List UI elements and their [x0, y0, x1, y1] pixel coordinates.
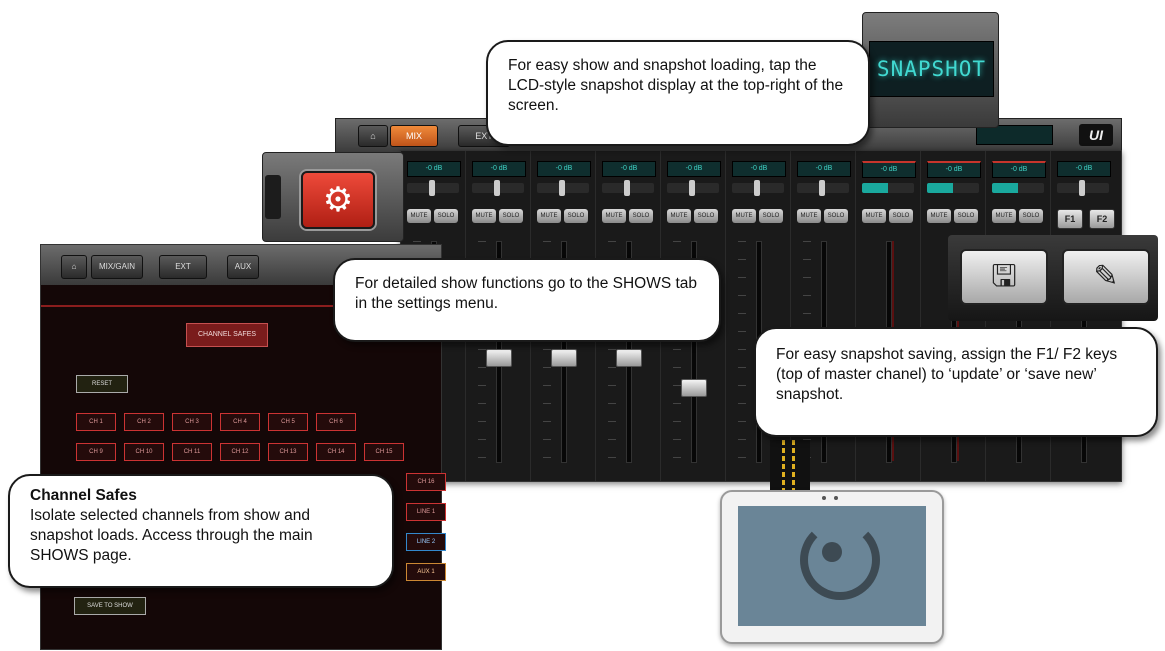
solo-button[interactable]: SOLO [759, 209, 783, 223]
tablet-device [720, 490, 944, 644]
solo-button[interactable]: SOLO [954, 209, 978, 223]
safe-channel-button[interactable]: CH 2 [124, 413, 164, 431]
channel-strip: -0 dB MUTE SOLO [466, 151, 531, 481]
callout-channel-safes: Channel Safes Isolate selected channels … [8, 474, 394, 588]
ext-tab[interactable]: EXT [159, 255, 207, 279]
safe-channel-button[interactable]: CH 14 [316, 443, 356, 461]
safe-channel-button[interactable]: CH 6 [316, 413, 356, 431]
callout-snapshot-loading: For easy show and snapshot loading, tap … [486, 40, 870, 146]
reset-button[interactable]: RESET [76, 375, 128, 393]
meter-display: -0 dB [537, 161, 591, 177]
meter-display: -0 dB [797, 161, 851, 177]
channel-safes-heading: Channel Safes [30, 487, 137, 504]
pan-slider[interactable] [927, 183, 979, 193]
pan-slider[interactable] [407, 180, 459, 196]
f2-key[interactable]: F2 [1089, 209, 1115, 229]
safe-channel-button[interactable]: CH 16 [406, 473, 446, 491]
mute-button[interactable]: MUTE [992, 209, 1016, 223]
ui-logo: UI [1079, 124, 1113, 146]
safe-channel-button[interactable]: CH 15 [364, 443, 404, 461]
safe-channel-button[interactable]: CH 3 [172, 413, 212, 431]
pan-slider[interactable] [537, 180, 589, 196]
pan-slider[interactable] [1057, 180, 1109, 196]
snapshot-lcd-panel: SNAPSHOT [862, 12, 999, 128]
home-button[interactable]: ⌂ [358, 125, 388, 147]
safe-channel-button[interactable]: CH 5 [268, 413, 308, 431]
safe-channel-button[interactable]: CH 9 [76, 443, 116, 461]
mute-button[interactable]: MUTE [537, 209, 561, 223]
safe-channel-button[interactable]: CH 12 [220, 443, 260, 461]
meter-display: -0 dB [992, 161, 1046, 178]
safe-channel-button[interactable]: CH 11 [172, 443, 212, 461]
safe-channel-button[interactable]: CH 4 [220, 413, 260, 431]
mute-button[interactable]: MUTE [862, 209, 886, 223]
lcd-strip[interactable] [976, 125, 1053, 145]
meter-display: -0 dB [667, 161, 721, 177]
solo-button[interactable]: SOLO [434, 209, 458, 223]
snapshot-lcd-display[interactable]: SNAPSHOT [869, 41, 994, 97]
channel-strip: -0 dB MUTE SOLO [661, 151, 726, 481]
mute-button[interactable]: MUTE [927, 209, 951, 223]
channel-fader[interactable] [616, 349, 642, 367]
meter-display: -0 dB [472, 161, 526, 177]
save-snapshot-icon[interactable]: 🖫 [960, 249, 1048, 305]
save-to-show-button[interactable]: SAVE TO SHOW [74, 597, 146, 615]
channel-fader[interactable] [551, 349, 577, 367]
channel-fader[interactable] [681, 379, 707, 397]
meter-display: -0 dB [732, 161, 786, 177]
pan-slider[interactable] [602, 180, 654, 196]
settings-bar: ⚙ [262, 152, 404, 242]
channel-fader[interactable] [486, 349, 512, 367]
pan-slider[interactable] [732, 180, 784, 196]
solo-button[interactable]: SOLO [499, 209, 523, 223]
mute-button[interactable]: MUTE [472, 209, 496, 223]
safe-channel-button[interactable]: CH 1 [76, 413, 116, 431]
solo-button[interactable]: SOLO [889, 209, 913, 223]
pan-slider[interactable] [992, 183, 1044, 193]
pan-slider[interactable] [667, 180, 719, 196]
callout-snapshot-saving: For easy snapshot saving, assign the F1/… [754, 327, 1158, 437]
edit-snapshot-icon[interactable]: ✎ [1062, 249, 1150, 305]
callout-show-functions: For detailed show functions go to the SH… [333, 258, 721, 342]
snapshot-icon-bar: 🖫 ✎ [948, 235, 1158, 321]
safe-channel-button[interactable]: CH 10 [124, 443, 164, 461]
channel-strip: -0 dB MUTE SOLO [531, 151, 596, 481]
app-logo-icon [800, 520, 880, 600]
pan-slider[interactable] [862, 183, 914, 193]
meter-display: -0 dB [927, 161, 981, 178]
home-button[interactable]: ⌂ [61, 255, 87, 279]
solo-button[interactable]: SOLO [1019, 209, 1043, 223]
meter-display: -0 dB [602, 161, 656, 177]
aux-tab[interactable]: AUX [227, 255, 259, 279]
meter-display: -0 dB [862, 161, 916, 178]
channel-safes-tab[interactable]: CHANNEL SAFES [186, 323, 268, 347]
mute-button[interactable]: MUTE [732, 209, 756, 223]
mute-button[interactable]: MUTE [797, 209, 821, 223]
settings-gear-icon[interactable]: ⚙ [301, 171, 375, 229]
mix-gain-tab[interactable]: MIX/GAIN [91, 255, 143, 279]
f1-key[interactable]: F1 [1057, 209, 1083, 229]
mute-button[interactable]: MUTE [667, 209, 691, 223]
pan-slider[interactable] [472, 180, 524, 196]
meter-display: -0 dB [407, 161, 461, 177]
mute-button[interactable]: MUTE [407, 209, 431, 223]
meter-display: -0 dB [1057, 161, 1111, 177]
safe-channel-button[interactable]: AUX 1 [406, 563, 446, 581]
mute-button[interactable]: MUTE [602, 209, 626, 223]
safe-channel-button[interactable]: CH 13 [268, 443, 308, 461]
safe-channel-button[interactable]: LINE 1 [406, 503, 446, 521]
channel-strip: -0 dB MUTE SOLO [596, 151, 661, 481]
solo-button[interactable]: SOLO [629, 209, 653, 223]
pan-slider[interactable] [797, 180, 849, 196]
solo-button[interactable]: SOLO [694, 209, 718, 223]
solo-button[interactable]: SOLO [824, 209, 848, 223]
safe-channel-button[interactable]: LINE 2 [406, 533, 446, 551]
tablet-screen [738, 506, 926, 626]
mix-tab[interactable]: MIX [390, 125, 438, 147]
solo-button[interactable]: SOLO [564, 209, 588, 223]
